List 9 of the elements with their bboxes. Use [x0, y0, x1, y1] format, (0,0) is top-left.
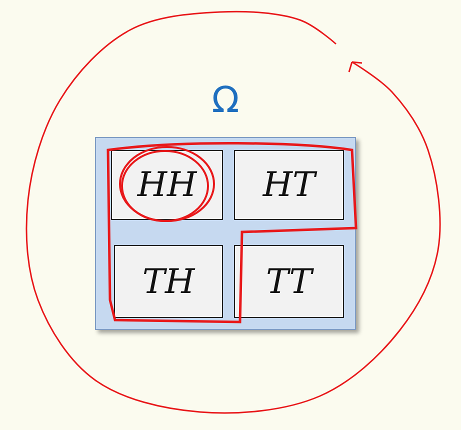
- outcome-label: HT: [262, 165, 316, 205]
- outcome-label: TT: [266, 262, 312, 302]
- outcome-label: HH: [137, 165, 197, 205]
- set-symbol: Ω: [212, 80, 240, 121]
- outcome-box: [114, 245, 223, 318]
- outcome-box: [234, 150, 344, 220]
- outcome-box: [111, 150, 223, 220]
- outcome-box: [234, 245, 344, 318]
- outcome-label: TH: [142, 262, 195, 302]
